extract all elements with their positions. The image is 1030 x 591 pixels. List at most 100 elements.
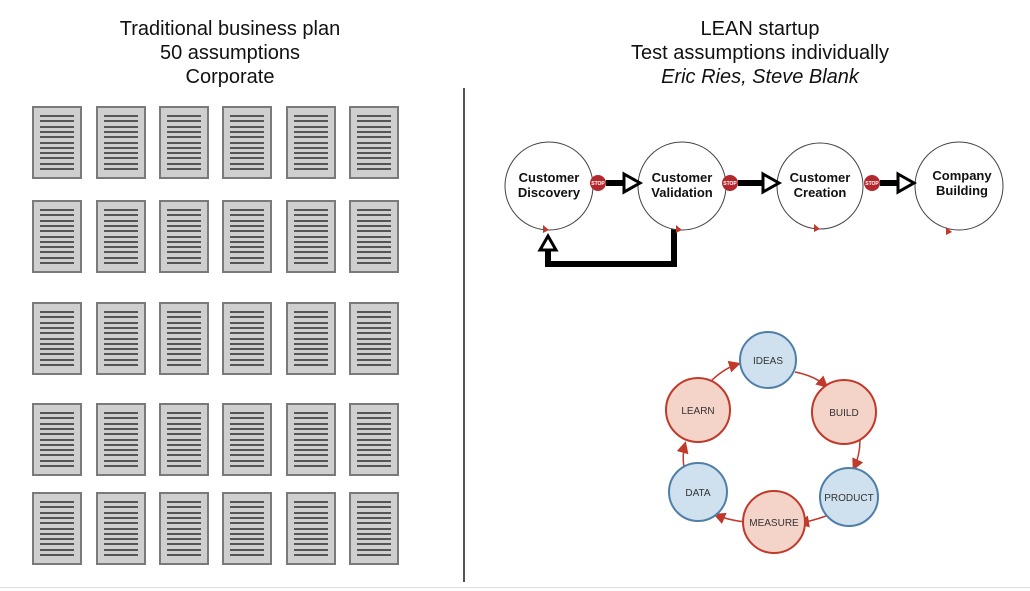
document-icon — [96, 492, 146, 565]
document-text-line — [40, 120, 74, 123]
document-text-line — [294, 417, 328, 420]
document-text-line — [230, 548, 264, 551]
document-text-line — [230, 554, 264, 556]
document-text-line — [104, 454, 138, 457]
document-text-line — [294, 422, 328, 425]
document-text-line — [230, 516, 264, 519]
document-text-line — [357, 251, 391, 254]
document-text-line — [40, 433, 74, 436]
document-text-line — [104, 422, 138, 425]
document-text-line — [104, 120, 138, 123]
document-text-line — [167, 130, 201, 133]
document-text-line — [104, 125, 138, 128]
document-text-line — [294, 130, 328, 133]
document-text-line — [294, 506, 328, 509]
document-text-line — [357, 130, 391, 133]
document-text-line — [104, 427, 138, 430]
document-text-line — [357, 235, 391, 238]
document-text-line — [104, 443, 138, 446]
document-text-line — [104, 162, 138, 165]
document-text-line — [40, 136, 74, 139]
document-icon — [349, 302, 399, 375]
cycle-node-data: DATA — [668, 462, 728, 522]
document-text-line — [357, 141, 391, 144]
document-text-line — [357, 449, 391, 452]
document-text-line — [230, 224, 264, 227]
document-text-line — [294, 342, 328, 345]
document-text-line — [230, 214, 264, 217]
document-icon — [349, 106, 399, 179]
document-icon — [96, 200, 146, 273]
document-text-line — [230, 332, 264, 335]
document-icon — [286, 106, 336, 179]
document-text-line — [357, 438, 391, 441]
document-text-line — [40, 209, 74, 211]
document-text-line — [167, 422, 201, 425]
document-text-line — [167, 141, 201, 144]
document-text-line — [230, 316, 264, 319]
document-text-line — [294, 146, 328, 149]
document-text-line — [294, 240, 328, 243]
document-text-line — [294, 256, 328, 259]
document-text-line — [40, 230, 74, 233]
document-text-line — [40, 342, 74, 345]
document-text-line — [230, 337, 264, 340]
document-text-line — [167, 433, 201, 436]
document-text-line — [104, 438, 138, 441]
document-text-line — [40, 465, 74, 467]
document-text-line — [357, 337, 391, 340]
document-icon — [222, 403, 272, 476]
document-text-line — [40, 337, 74, 340]
document-text-line — [104, 240, 138, 243]
document-text-line — [40, 412, 74, 414]
document-text-line — [104, 146, 138, 149]
document-text-line — [230, 115, 264, 117]
document-text-line — [40, 224, 74, 227]
document-text-line — [230, 125, 264, 128]
step-label-line2: Validation — [651, 185, 712, 200]
document-text-line — [357, 465, 391, 467]
document-icon — [222, 200, 272, 273]
document-text-line — [167, 321, 201, 324]
document-text-line — [230, 433, 264, 436]
document-text-line — [357, 321, 391, 324]
document-text-line — [167, 235, 201, 238]
document-text-line — [230, 358, 264, 361]
document-text-line — [294, 235, 328, 238]
document-text-line — [230, 417, 264, 420]
document-text-line — [167, 246, 201, 249]
document-text-line — [40, 141, 74, 144]
document-text-line — [357, 146, 391, 149]
document-text-line — [104, 230, 138, 233]
document-text-line — [104, 224, 138, 227]
document-text-line — [167, 152, 201, 155]
cycle-node-learn: LEARN — [665, 377, 731, 443]
document-text-line — [104, 538, 138, 541]
document-text-line — [294, 316, 328, 319]
document-text-line — [167, 348, 201, 351]
document-text-line — [230, 342, 264, 345]
document-text-line — [294, 516, 328, 519]
document-icon — [32, 492, 82, 565]
svg-text:STOP: STOP — [865, 181, 879, 187]
document-icon — [349, 492, 399, 565]
document-text-line — [294, 125, 328, 128]
document-icon — [32, 106, 82, 179]
document-text-line — [167, 316, 201, 319]
document-text-line — [104, 506, 138, 509]
document-text-line — [230, 262, 264, 264]
document-icon — [96, 403, 146, 476]
document-text-line — [357, 412, 391, 414]
document-text-line — [230, 219, 264, 222]
step-label-line2: Creation — [794, 185, 847, 200]
document-text-line — [40, 358, 74, 361]
document-text-line — [230, 543, 264, 546]
document-text-line — [294, 364, 328, 366]
document-text-line — [230, 235, 264, 238]
document-text-line — [294, 449, 328, 452]
document-icon — [286, 492, 336, 565]
document-text-line — [104, 157, 138, 160]
document-text-line — [104, 511, 138, 514]
step-customer-discovery: Customer Discovery — [504, 141, 594, 233]
document-text-line — [294, 321, 328, 324]
